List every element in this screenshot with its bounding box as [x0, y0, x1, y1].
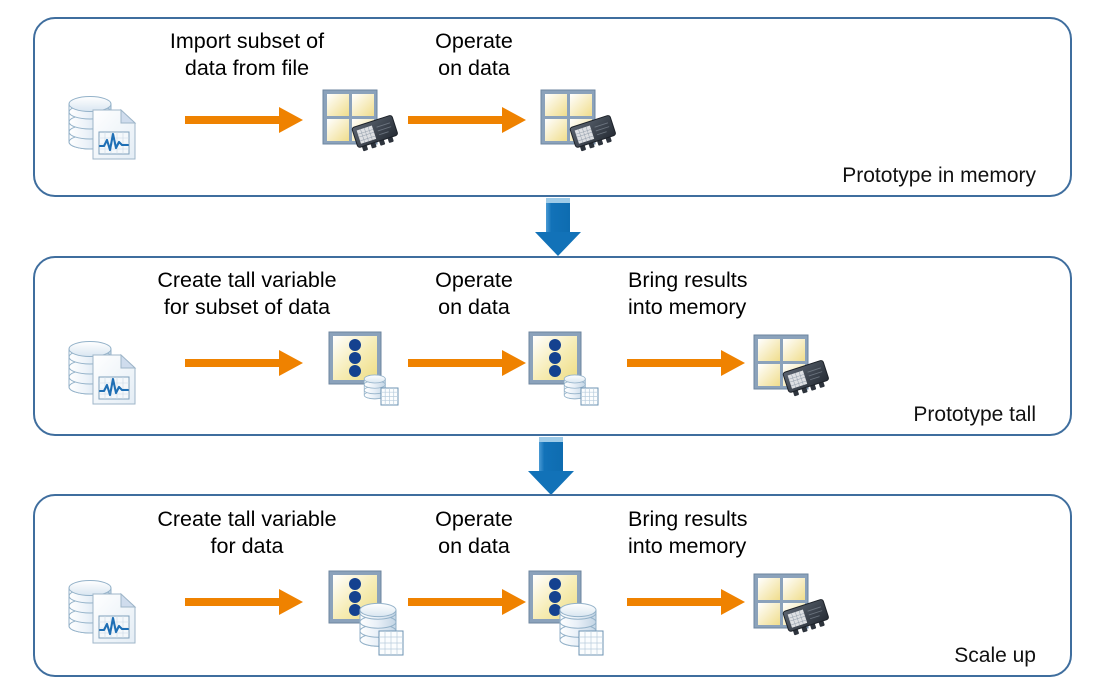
connector-tall-to-scale-up: [528, 437, 574, 495]
datastore-file-icon: [63, 88, 139, 162]
datastore-file-icon: [63, 572, 139, 646]
flow-arrow-orange: [408, 107, 526, 133]
step-label-bring-results: Bring results into memory: [628, 507, 748, 558]
in-memory-matrix-icon: [321, 88, 399, 162]
datastore-file-icon: [63, 333, 139, 407]
in-memory-matrix-icon: [752, 333, 830, 407]
step-label-operate-on-data: Operate on data: [435, 507, 513, 558]
flow-arrow-orange: [408, 589, 526, 615]
flow-arrow-orange: [408, 350, 526, 376]
connector-prototype-memory-to-tall: [535, 198, 581, 256]
in-memory-matrix-icon: [752, 572, 830, 646]
step-label-operate-on-data: Operate on data: [435, 268, 513, 319]
flow-arrow-orange: [185, 107, 303, 133]
flow-arrow-orange: [627, 350, 745, 376]
tall-variable-full-icon: [327, 569, 411, 657]
step-label-import-subset: Import subset of data from file: [169, 29, 325, 80]
tall-variable-subset-icon: [527, 330, 601, 408]
panel-scale-up: Scale up: [33, 494, 1072, 677]
panel-caption: Scale up: [954, 644, 1036, 667]
step-label-create-tall-full: Create tall variable for data: [157, 507, 337, 558]
step-label-create-tall-subset: Create tall variable for subset of data: [157, 268, 337, 319]
flow-arrow-orange: [185, 350, 303, 376]
tall-variable-subset-icon: [327, 330, 401, 408]
tall-variable-full-icon: [527, 569, 611, 657]
step-label-operate-on-data: Operate on data: [435, 29, 513, 80]
in-memory-matrix-icon: [539, 88, 617, 162]
flow-arrow-orange: [627, 589, 745, 615]
flow-arrow-orange: [185, 589, 303, 615]
panel-caption: Prototype in memory: [842, 164, 1036, 187]
panel-caption: Prototype tall: [913, 403, 1036, 426]
step-label-bring-results: Bring results into memory: [628, 268, 748, 319]
